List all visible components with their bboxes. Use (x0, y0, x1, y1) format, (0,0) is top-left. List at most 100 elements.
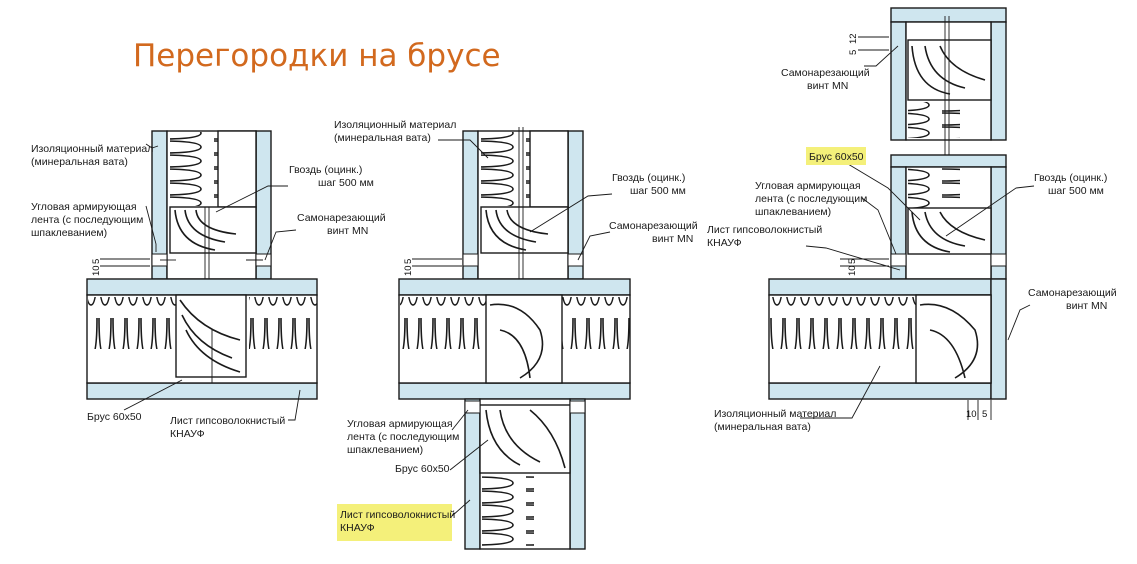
leader-sheet (451, 499, 471, 517)
label-sheet: КНАУФ (340, 522, 375, 534)
label-tape: шпаклеванием) (755, 206, 831, 218)
stud (907, 207, 992, 255)
page-title: Перегородки на брусе (133, 38, 501, 74)
label-screw: винт MN (327, 225, 368, 237)
label-tape: Угловая армирующая (347, 418, 453, 430)
board-main-bottom (768, 382, 992, 400)
label-screw: Самонарезающий (609, 220, 698, 232)
stud (175, 294, 247, 378)
leader-screw (264, 229, 297, 261)
leader-tape (145, 205, 157, 252)
dim-10: 10 (847, 265, 858, 276)
leader-insulation (145, 143, 159, 149)
leader-tape (861, 197, 897, 255)
insulation-coil (481, 132, 533, 206)
insulation-coil (249, 297, 317, 349)
stud (169, 206, 257, 254)
dim-12: 12 (848, 33, 859, 44)
tape-corner (890, 253, 907, 267)
label-tape: Угловая армирующая (755, 180, 861, 192)
tape-corner (990, 253, 1007, 267)
insulation-coil (485, 409, 566, 469)
board-top (890, 7, 1007, 23)
label-screw-top: Самонарезающий (781, 67, 870, 79)
dim-10: 10 (91, 265, 102, 276)
label-nail: шаг 500 мм (630, 185, 686, 197)
label-screw-top: винт MN (807, 80, 848, 92)
leader-screw-top (864, 45, 899, 67)
dim-10: 10 (966, 409, 977, 420)
leader-insulation (800, 365, 881, 419)
highlight-sheet (337, 504, 452, 541)
leader-screw-right (1007, 304, 1031, 341)
leader-sheet (805, 245, 901, 271)
stud (907, 39, 992, 101)
dim-10: 10 (403, 265, 414, 276)
dim-5: 5 (91, 259, 102, 264)
label-nail: Гвоздь (оцинк.) (612, 172, 685, 184)
label-insulation: Изоляционный материал (31, 143, 153, 155)
label-screw: Самонарезающий (297, 212, 386, 224)
insulation-coil (919, 303, 979, 379)
leader-beam (123, 379, 183, 411)
label-screw-right: винт MN (1066, 300, 1107, 312)
label-sheet: Лист гипсоволокнистый (707, 224, 822, 236)
board-vertical (890, 21, 907, 141)
board-main-top (398, 278, 631, 296)
insulation-coil (911, 45, 986, 95)
leader-screw (577, 231, 611, 261)
insulation-coil (179, 299, 241, 373)
label-beam: Брус 60x50 (395, 463, 450, 475)
label-tape: Угловая армирующая (31, 201, 137, 213)
label-insulation: Изоляционный материал (714, 408, 836, 420)
label-beam: Брус 60x50 (809, 151, 864, 163)
label-tape: шпаклеванием) (31, 227, 107, 239)
diagram-right: 12 5 5 10 10 5 Самонарезающий винт MN Бр… (707, 7, 1117, 433)
leader-sheet (288, 389, 301, 421)
stud (479, 404, 571, 474)
board-mid (890, 154, 1007, 168)
insulation-coil (400, 297, 486, 349)
board-vertical-lower (464, 398, 481, 550)
board-main-bottom (398, 382, 631, 400)
tape-corner (567, 253, 584, 267)
label-screw-right: Самонарезающий (1028, 287, 1117, 299)
diagram-left: 5 10 Изоляционный материал (минеральная … (31, 130, 386, 440)
label-tape: лента (с последующим (347, 431, 459, 443)
label-nail: Гвоздь (оцинк.) (1034, 172, 1107, 184)
label-tape: шпаклеванием) (347, 444, 423, 456)
label-beam: Брус 60x50 (87, 411, 142, 423)
insulation-coil (170, 132, 220, 206)
board-main-bottom (86, 382, 318, 400)
board-main-top (768, 278, 992, 296)
label-nail: шаг 500 мм (318, 177, 374, 189)
label-screw: винт MN (652, 233, 693, 245)
insulation-coil (908, 168, 960, 208)
label-insulation: (минеральная вата) (31, 156, 128, 168)
leader-nail (215, 185, 288, 213)
stud (480, 206, 569, 254)
leader-nail (529, 193, 613, 233)
label-insulation: (минеральная вата) (714, 421, 811, 433)
leader-insulation (438, 139, 489, 159)
leader-beam (449, 439, 489, 471)
insulation-coil (482, 476, 534, 546)
leader-nail (945, 185, 1035, 237)
label-insulation: Изоляционный материал (334, 119, 456, 131)
label-sheet: КНАУФ (707, 237, 742, 249)
highlight-beam (806, 147, 866, 165)
label-nail: Гвоздь (оцинк.) (289, 164, 362, 176)
dim-5: 5 (847, 259, 858, 264)
leader-beam (847, 163, 921, 221)
tape-corner (569, 400, 586, 414)
stud (485, 294, 563, 384)
insulation-coil (88, 297, 176, 349)
board-main-top (86, 278, 318, 296)
label-insulation: (минеральная вата) (334, 132, 431, 144)
insulation-coil (770, 297, 916, 349)
label-sheet: Лист гипсоволокнистый (170, 415, 285, 427)
dim-5: 5 (982, 409, 987, 420)
label-tape: лента (с последующим (755, 193, 867, 205)
